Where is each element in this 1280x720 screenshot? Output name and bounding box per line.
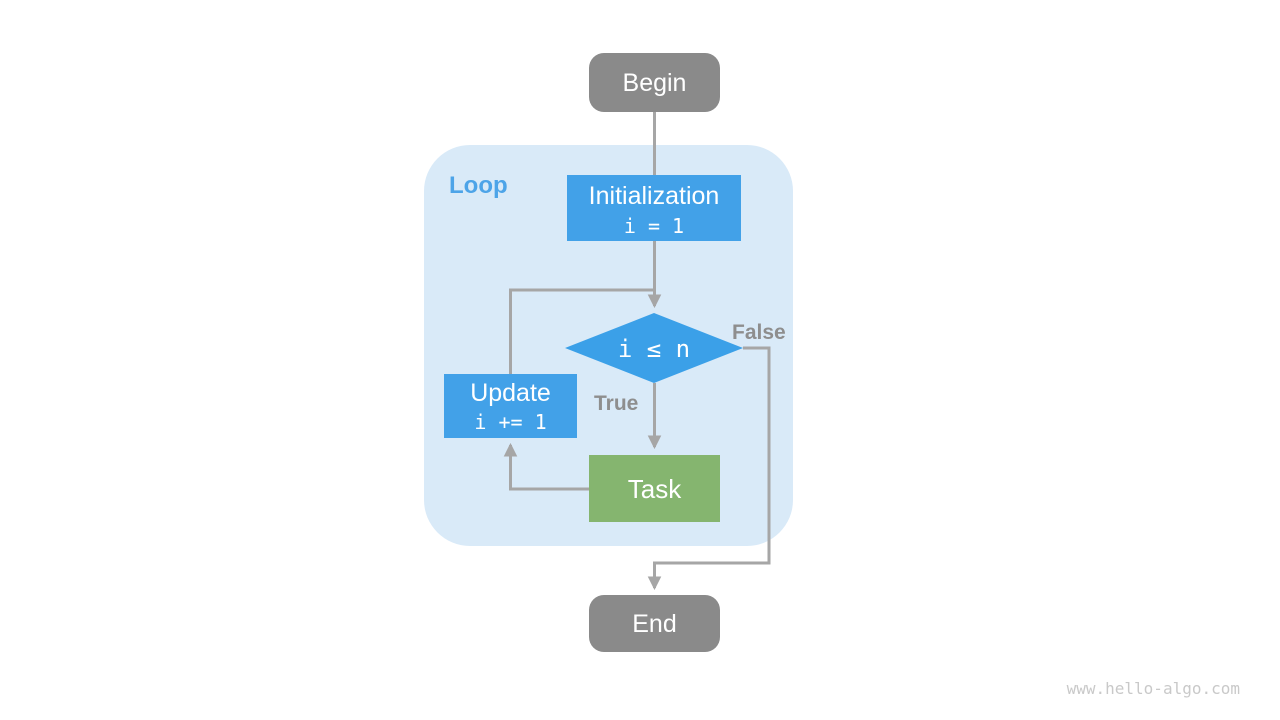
condition-node-shape [565, 313, 743, 383]
node-initialization: Initialization i = 1 [567, 175, 741, 241]
begin-node-shape [589, 53, 720, 112]
false-branch-label: False [732, 321, 786, 344]
edge-update-to-condition-merge [509, 288, 653, 374]
initialization-node-shape [567, 175, 741, 241]
end-node-shape [589, 595, 720, 652]
node-task: Task [589, 455, 720, 522]
update-node-label: Update [470, 379, 551, 407]
update-node-shape [444, 374, 577, 438]
update-node-code: i += 1 [474, 410, 546, 434]
node-update: Update i += 1 [444, 374, 577, 438]
edge-condition-false-to-end [647, 346, 771, 591]
begin-node-label: Begin [623, 69, 687, 97]
edge-task-to-update [503, 442, 589, 491]
condition-node-label: i ≤ n [618, 335, 690, 363]
task-node-shape [589, 455, 720, 522]
true-branch-label: True [594, 392, 638, 415]
initialization-node-label: Initialization [589, 182, 720, 210]
initialization-node-code: i = 1 [624, 214, 684, 238]
loop-container-label: Loop [449, 172, 508, 199]
node-begin: Begin [589, 53, 720, 112]
end-node-label: End [632, 610, 676, 638]
watermark-text: www.hello-algo.com [1067, 679, 1240, 698]
node-condition: i ≤ n [565, 313, 743, 383]
task-node-label: Task [628, 474, 682, 504]
node-end: End [589, 595, 720, 652]
